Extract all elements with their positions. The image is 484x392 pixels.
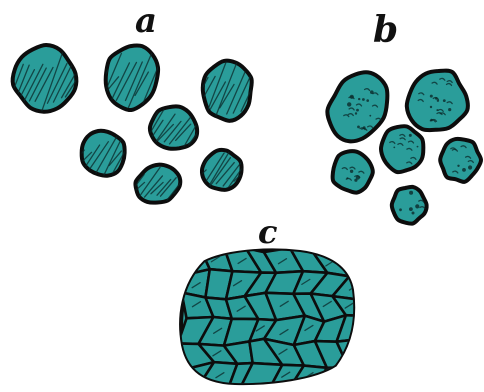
granule (399, 208, 402, 211)
granule (358, 98, 360, 100)
granule (366, 99, 369, 102)
granule (443, 99, 446, 102)
granule (350, 95, 354, 99)
cell-b-2 (407, 71, 468, 131)
cell-body (381, 126, 423, 172)
cell-group-b (327, 71, 481, 224)
granule (409, 207, 413, 211)
cell-texture (327, 373, 335, 378)
granule (436, 109, 438, 111)
cell-b-5 (440, 139, 481, 182)
granule (357, 126, 360, 129)
granule (409, 134, 412, 137)
cell-a-1 (0, 45, 96, 112)
granule (430, 106, 432, 108)
granule (354, 179, 357, 182)
cell-b-4 (333, 151, 373, 193)
granule (347, 102, 351, 106)
cell-body (440, 139, 481, 182)
granule (462, 168, 466, 172)
label-b: b (373, 9, 398, 51)
cell-a-6 (113, 165, 196, 203)
granule (409, 191, 413, 195)
cell-b-1 (327, 72, 387, 141)
cell-b-6 (392, 187, 427, 224)
granule (355, 112, 357, 114)
granule (412, 212, 415, 215)
granule (393, 147, 395, 149)
cell-texture (346, 373, 354, 378)
cell-a-3 (178, 61, 273, 121)
cell-mass-c (178, 247, 370, 392)
cell-a-2 (84, 45, 169, 110)
granule (448, 108, 451, 111)
granule (430, 95, 433, 98)
granule (468, 165, 472, 169)
cell-a-7 (180, 150, 251, 190)
granule (350, 170, 353, 173)
granule (457, 165, 459, 167)
cell-a-5 (60, 131, 137, 176)
granule (415, 204, 419, 208)
cell-group-a (0, 45, 273, 203)
cell-texture (191, 255, 199, 260)
granule (362, 98, 365, 101)
cell-mass-walls (178, 247, 370, 392)
cell-a-4 (131, 106, 210, 148)
label-c: c (258, 213, 277, 251)
cell-body (327, 72, 387, 141)
cell-b-3 (381, 126, 423, 172)
granule (369, 115, 371, 117)
cell-body (82, 131, 125, 176)
mass-cell (337, 340, 370, 368)
granule (356, 109, 359, 112)
mass-cell (338, 363, 370, 385)
granule (417, 146, 419, 148)
label-a: a (135, 1, 157, 41)
